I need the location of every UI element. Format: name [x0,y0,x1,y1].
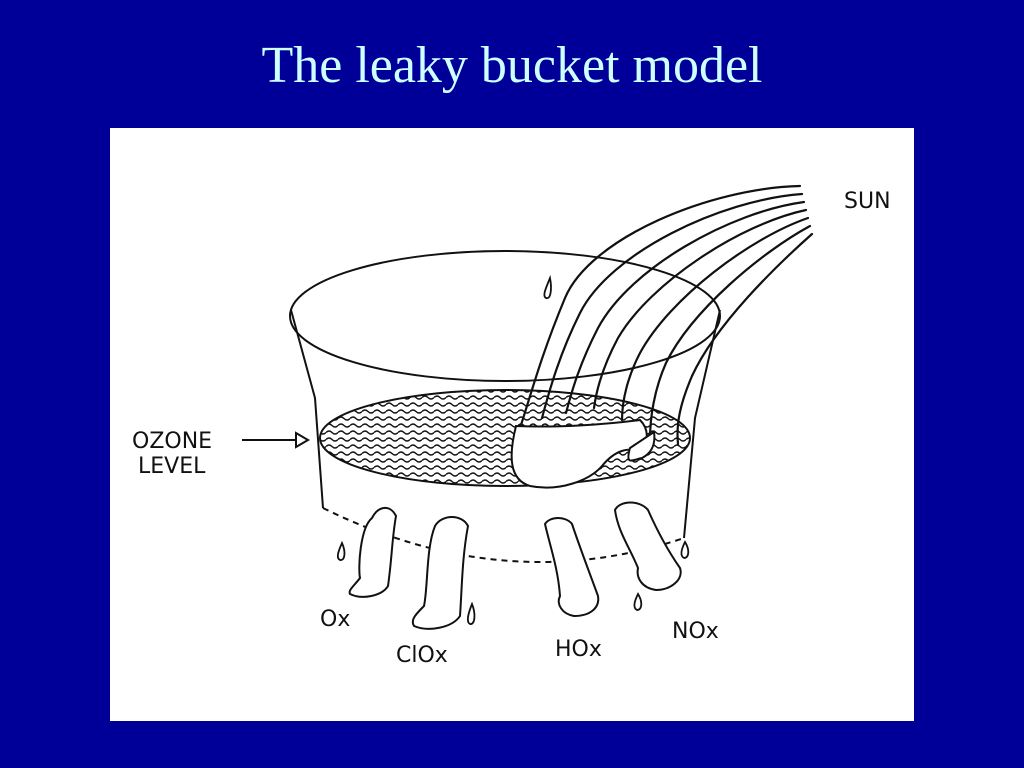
ozone-level-arrow [242,431,310,449]
bucket-rim [289,250,721,382]
leak-label-hox: HOx [555,637,602,662]
slide-title: The leaky bucket model [261,37,763,94]
splash-droplet [543,274,552,300]
leaky-bucket-figure: SUN OZONE LEVEL Ox ClOx HOx NOx [110,128,914,721]
leak-label-ox: Ox [320,607,350,632]
sun-label: SUN [844,189,891,214]
leak-stream-nox [613,501,682,592]
stream-splash [510,418,656,489]
ozone-level-label-line2: LEVEL [138,454,206,479]
leak-stream-hox [543,517,600,618]
bucket-left-wall [290,309,324,509]
leak-stream-clox [411,516,470,630]
leak-label-clox: ClOx [396,643,448,668]
leak-streams [348,501,682,630]
sun-stream [518,184,814,446]
ozone-level-label-line1: OZONE [132,429,212,454]
leak-label-nox: NOx [672,619,719,644]
leak-droplets [336,540,690,625]
leak-stream-ox [348,507,398,598]
bucket-right-wall [683,309,721,539]
